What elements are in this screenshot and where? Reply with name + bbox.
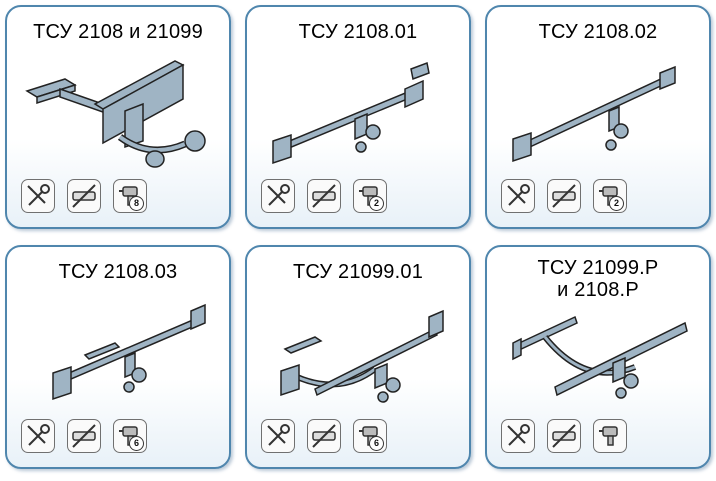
drill-hole-count: 6 <box>369 436 384 451</box>
installation-icons: 2 <box>501 179 627 213</box>
no-cutting-icon <box>67 179 101 213</box>
product-card-2108-01[interactable]: ТСУ 2108.01 2 <box>245 5 471 229</box>
installation-icons: 6 <box>261 419 387 453</box>
product-card-2108-03[interactable]: ТСУ 2108.03 6 <box>5 245 231 469</box>
product-title: ТСУ 21099.01 <box>292 261 424 283</box>
no-cutting-icon <box>307 419 341 453</box>
drill-icon: 2 <box>353 179 387 213</box>
towbar-image <box>25 60 206 168</box>
wrench-icon <box>21 179 55 213</box>
drill-icon: 2 <box>593 179 627 213</box>
no-cutting-icon <box>307 179 341 213</box>
product-title: ТСУ 21099.Р и 2108.Р <box>537 257 659 301</box>
towbar-image <box>52 303 206 401</box>
no-cutting-icon <box>67 419 101 453</box>
drill-icon <box>593 419 627 453</box>
towbar-image <box>512 315 688 399</box>
wrench-icon <box>501 419 535 453</box>
towbar-image <box>512 65 676 163</box>
installation-icons: 8 <box>21 179 147 213</box>
towbar-image <box>280 309 444 403</box>
wrench-icon <box>261 419 295 453</box>
product-title: ТСУ 2108.01 <box>298 21 418 43</box>
product-title: ТСУ 2108.03 <box>58 261 178 283</box>
drill-icon: 6 <box>113 419 147 453</box>
product-title: ТСУ 2108 и 21099 <box>33 21 203 43</box>
no-cutting-icon <box>547 419 581 453</box>
drill-icon: 8 <box>113 179 147 213</box>
product-card-2108-21099[interactable]: ТСУ 2108 и 21099 8 <box>5 5 231 229</box>
installation-icons: 6 <box>21 419 147 453</box>
wrench-icon <box>261 179 295 213</box>
towbar-image <box>272 61 430 165</box>
wrench-icon <box>21 419 55 453</box>
drill-hole-count: 2 <box>369 196 384 211</box>
wrench-icon <box>501 179 535 213</box>
product-title: ТСУ 2108.02 <box>538 21 658 43</box>
product-card-2108-02[interactable]: ТСУ 2108.02 2 <box>485 5 711 229</box>
drill-hole-count: 8 <box>129 196 144 211</box>
drill-icon: 6 <box>353 419 387 453</box>
drill-hole-count: 6 <box>129 436 144 451</box>
installation-icons: 2 <box>261 179 387 213</box>
installation-icons <box>501 419 627 453</box>
drill-hole-count: 2 <box>609 196 624 211</box>
no-cutting-icon <box>547 179 581 213</box>
product-card-21099-r-2108-r[interactable]: ТСУ 21099.Р и 2108.Р <box>485 245 711 469</box>
product-card-21099-01[interactable]: ТСУ 21099.01 6 <box>245 245 471 469</box>
